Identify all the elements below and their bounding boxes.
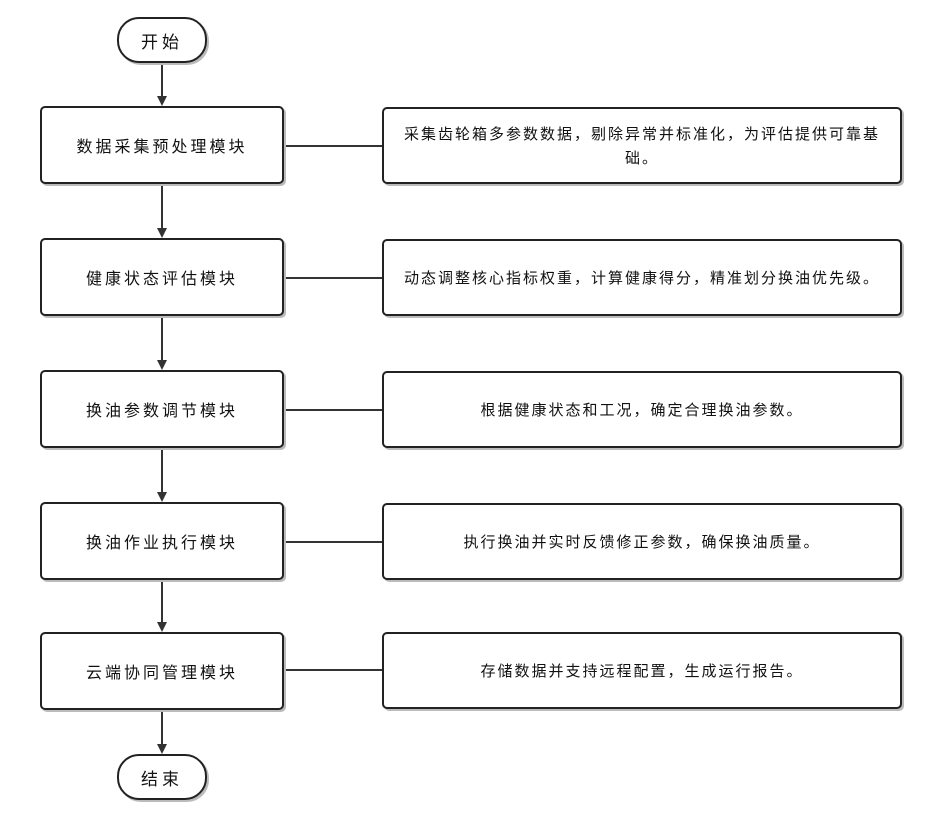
module-label: 云端协同管理模块 xyxy=(86,659,238,683)
description-text: 根据健康状态和工况，确定合理换油参数。 xyxy=(480,398,803,422)
module-health-assessment: 健康状态评估模块 xyxy=(40,238,284,316)
end-node: 结束 xyxy=(117,754,207,800)
module-data-acquisition: 数据采集预处理模块 xyxy=(40,106,284,184)
description-data-acquisition: 采集齿轮箱多参数数据，剔除异常并标准化，为评估提供可靠基础。 xyxy=(382,107,902,184)
module-label: 健康状态评估模块 xyxy=(86,265,238,289)
description-text: 存储数据并支持远程配置，生成运行报告。 xyxy=(480,659,803,683)
description-text: 执行换油并实时反馈修正参数，确保换油质量。 xyxy=(463,530,820,554)
description-oil-change-parameters: 根据健康状态和工况，确定合理换油参数。 xyxy=(382,371,902,448)
start-node: 开始 xyxy=(117,17,207,63)
module-label: 换油作业执行模块 xyxy=(86,529,238,553)
description-health-assessment: 动态调整核心指标权重，计算健康得分，精准划分换油优先级。 xyxy=(382,239,902,316)
start-label: 开始 xyxy=(141,28,183,53)
module-label: 数据采集预处理模块 xyxy=(76,133,247,157)
end-label: 结束 xyxy=(141,765,183,790)
description-text: 采集齿轮箱多参数数据，剔除异常并标准化，为评估提供可靠基础。 xyxy=(402,122,882,170)
description-oil-change-execution: 执行换油并实时反馈修正参数，确保换油质量。 xyxy=(382,503,902,580)
description-cloud-management: 存储数据并支持远程配置，生成运行报告。 xyxy=(382,632,902,709)
module-oil-change-parameters: 换油参数调节模块 xyxy=(40,370,284,448)
description-text: 动态调整核心指标权重，计算健康得分，精准划分换油优先级。 xyxy=(404,266,880,290)
module-oil-change-execution: 换油作业执行模块 xyxy=(40,502,284,580)
module-label: 换油参数调节模块 xyxy=(86,397,238,421)
module-cloud-management: 云端协同管理模块 xyxy=(40,632,284,710)
